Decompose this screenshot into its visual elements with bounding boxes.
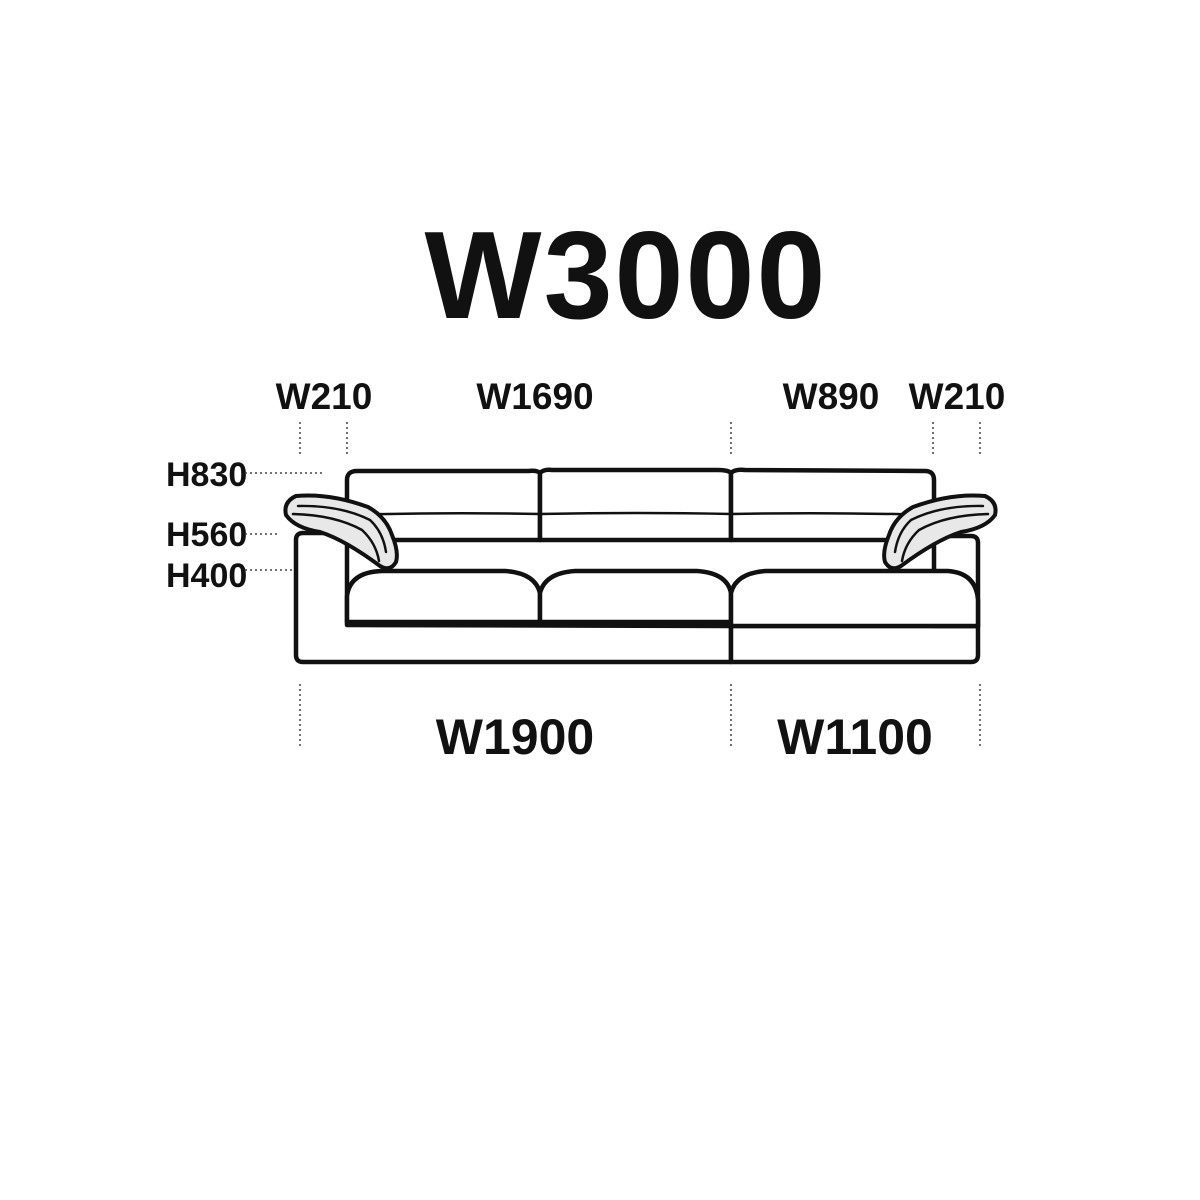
sofa-drawing bbox=[283, 467, 998, 665]
height-guide-lines bbox=[245, 472, 326, 571]
right-arm-width-label: W210 bbox=[909, 376, 1006, 417]
total-width-title: W3000 bbox=[425, 207, 828, 345]
back-cushions bbox=[344, 467, 937, 543]
bottom-guide-lines bbox=[299, 684, 981, 748]
right-module-width-label: W1100 bbox=[777, 709, 933, 765]
seat-cushions bbox=[344, 568, 981, 629]
seat-height-label: H400 bbox=[166, 557, 247, 595]
left-module-width-label: W1900 bbox=[436, 709, 594, 765]
sofa-base bbox=[293, 530, 981, 665]
right-seat-width-label: W890 bbox=[783, 376, 880, 417]
left-seat-width-label: W1690 bbox=[476, 376, 593, 417]
back-height-label: H830 bbox=[166, 456, 247, 494]
left-arm-width-label: W210 bbox=[276, 376, 373, 417]
arm-height-label: H560 bbox=[166, 516, 247, 554]
top-guide-lines bbox=[299, 422, 981, 456]
armrest-pillows bbox=[283, 493, 998, 571]
left-pillow bbox=[283, 493, 399, 571]
right-pillow bbox=[882, 493, 998, 571]
